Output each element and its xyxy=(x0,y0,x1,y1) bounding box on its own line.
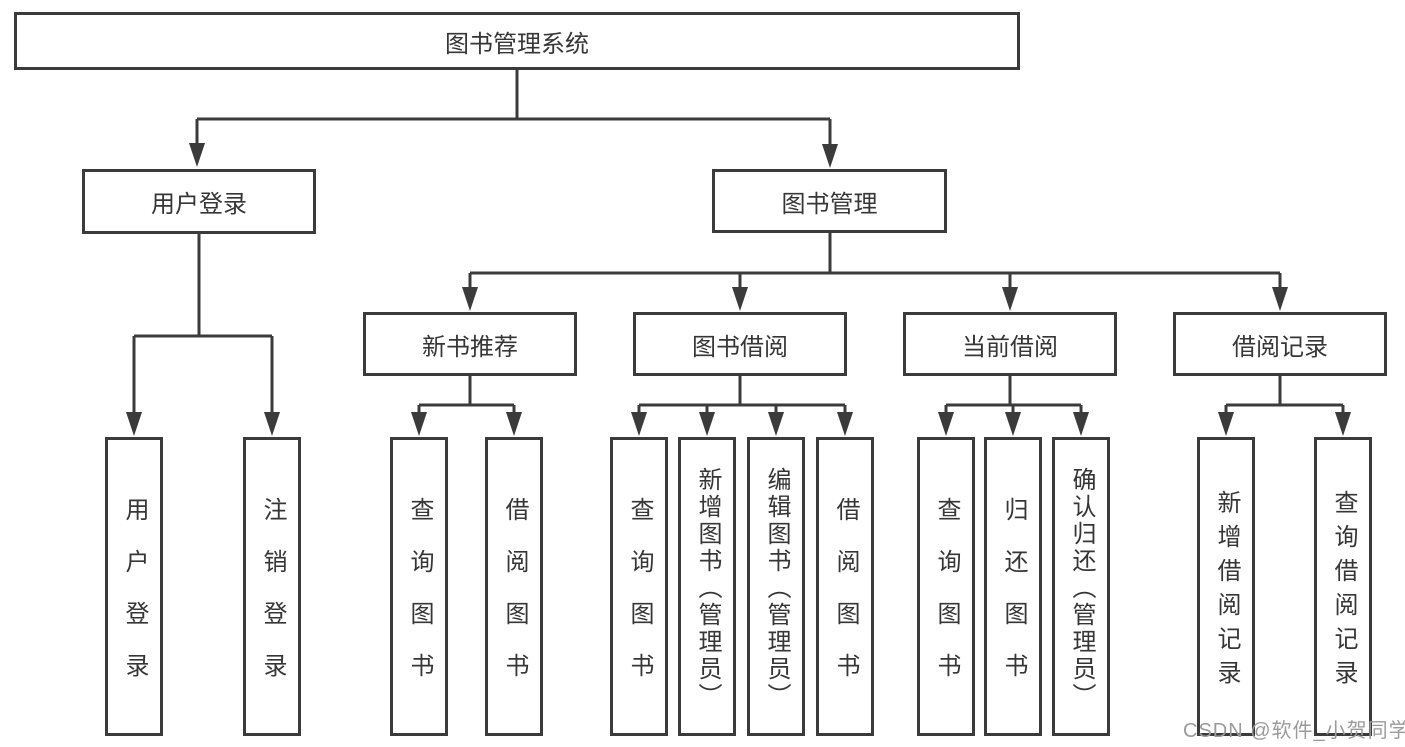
connector-current-borrowing-split xyxy=(938,376,1089,436)
node-current-borrowing-label: 当前借阅 xyxy=(962,333,1058,361)
connector-borrowing-split xyxy=(631,376,853,436)
leaf-confirm-return-admin-label: 确认归还（管理员） xyxy=(1068,466,1095,710)
leaf-query-borrow-record: 查询借阅记录 xyxy=(1314,437,1372,736)
node-book-borrowing-label: 图书借阅 xyxy=(692,333,788,361)
leaf-borrow-books: 借阅图书 xyxy=(816,437,874,736)
connector-recommendation-split xyxy=(411,376,522,436)
leaf-borrow-books-recommend-label: 借阅图书 xyxy=(501,496,528,705)
leaf-query-books-borrow: 查询图书 xyxy=(610,437,668,736)
leaf-edit-book-admin: 编辑图书（管理员） xyxy=(747,437,805,736)
leaf-edit-book-admin-label: 编辑图书（管理员） xyxy=(763,466,790,710)
leaf-logout-label: 注销登录 xyxy=(259,496,286,705)
leaf-query-books-current-label: 查询图书 xyxy=(933,496,960,705)
connector-records-split xyxy=(1218,376,1351,436)
node-borrowing-records-label: 借阅记录 xyxy=(1232,333,1328,361)
leaf-add-borrow-record: 新增借阅记录 xyxy=(1197,437,1255,736)
node-library-management-system-label: 图书管理系统 xyxy=(445,30,589,58)
node-book-management: 图书管理 xyxy=(712,169,947,233)
csdn-watermark: CSDN @软件_小贺同学 xyxy=(1183,720,1405,742)
leaf-return-books-label: 归还图书 xyxy=(1000,496,1027,705)
node-current-borrowing: 当前借阅 xyxy=(903,312,1117,376)
node-user-login: 用户登录 xyxy=(82,169,316,234)
leaf-confirm-return-admin: 确认归还（管理员） xyxy=(1052,437,1110,736)
connector-book-management-split xyxy=(462,233,1288,311)
leaf-user-login-label: 用户登录 xyxy=(121,496,148,705)
node-borrowing-records: 借阅记录 xyxy=(1173,312,1387,376)
leaf-add-book-admin: 新增图书（管理员） xyxy=(678,437,736,736)
node-book-management-label: 图书管理 xyxy=(781,190,878,218)
leaf-query-books-borrow-label: 查询图书 xyxy=(626,496,653,705)
node-new-book-recommendation: 新书推荐 xyxy=(363,312,577,376)
leaf-add-book-admin-label: 新增图书（管理员） xyxy=(694,466,721,710)
leaf-add-borrow-record-label: 新增借阅记录 xyxy=(1213,489,1240,694)
leaf-logout: 注销登录 xyxy=(243,437,301,736)
leaf-user-login: 用户登录 xyxy=(105,437,163,736)
leaf-borrow-books-label: 借阅图书 xyxy=(832,496,859,705)
connector-root-to-level2 xyxy=(189,70,838,168)
connector-user-login-split xyxy=(126,234,280,436)
leaf-query-books-recommend: 查询图书 xyxy=(390,437,448,736)
node-user-login-label: 用户登录 xyxy=(151,191,247,218)
leaf-query-books-recommend-label: 查询图书 xyxy=(406,496,433,705)
leaf-borrow-books-recommend: 借阅图书 xyxy=(485,437,543,736)
leaf-query-books-current: 查询图书 xyxy=(917,437,975,736)
leaf-query-borrow-record-label: 查询借阅记录 xyxy=(1330,489,1357,694)
leaf-return-books: 归还图书 xyxy=(984,437,1042,736)
node-library-management-system: 图书管理系统 xyxy=(14,12,1020,70)
node-book-borrowing: 图书借阅 xyxy=(633,312,847,376)
node-new-book-recommendation-label: 新书推荐 xyxy=(422,333,518,361)
